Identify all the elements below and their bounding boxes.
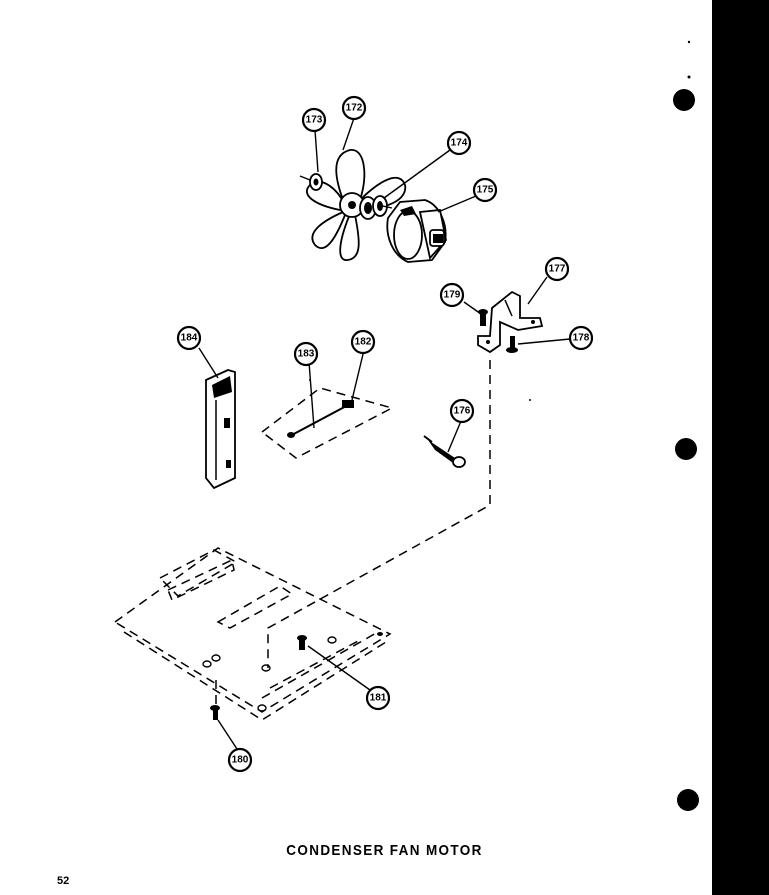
callout-179: 179 bbox=[439, 282, 465, 308]
callout-172-label: 172 bbox=[346, 103, 363, 114]
callout-175-label: 175 bbox=[477, 185, 494, 196]
bracket-177 bbox=[477, 290, 544, 354]
alignment-lines bbox=[215, 360, 491, 706]
page-number: 52 bbox=[57, 875, 70, 887]
callout-182: 182 bbox=[350, 329, 376, 355]
callout-175: 175 bbox=[472, 177, 498, 203]
nut-173 bbox=[299, 173, 323, 191]
screw-179 bbox=[478, 309, 488, 326]
callout-176: 176 bbox=[449, 398, 475, 424]
binding-edge-bar bbox=[712, 0, 769, 895]
screw-180 bbox=[210, 705, 220, 720]
callout-179-label: 179 bbox=[444, 290, 461, 301]
callout-174: 174 bbox=[446, 130, 472, 156]
speck bbox=[687, 75, 691, 79]
callout-174-label: 174 bbox=[451, 138, 468, 149]
callout-172: 172 bbox=[341, 95, 367, 121]
callout-183-label: 183 bbox=[298, 349, 315, 360]
tube-176 bbox=[423, 435, 466, 468]
leader-lines bbox=[198, 117, 571, 750]
callout-173: 173 bbox=[301, 107, 327, 133]
screw-178 bbox=[506, 336, 518, 353]
callout-173-label: 173 bbox=[306, 115, 323, 126]
callout-177-label: 177 bbox=[549, 264, 566, 275]
specks bbox=[687, 40, 691, 44]
binder-hole-bottom bbox=[677, 789, 699, 811]
callout-182-label: 182 bbox=[355, 337, 372, 348]
diagram-caption: CONDENSER FAN MOTOR bbox=[286, 842, 483, 859]
callout-181-label: 181 bbox=[370, 693, 387, 704]
binder-hole-top bbox=[673, 89, 695, 111]
grommet-181 bbox=[297, 635, 307, 650]
callout-183: 183 bbox=[293, 341, 319, 367]
fan-motor-175 bbox=[377, 199, 447, 263]
callout-176-label: 176 bbox=[454, 406, 471, 417]
callout-178: 178 bbox=[568, 325, 594, 351]
callout-180: 180 bbox=[227, 747, 253, 773]
base-plate bbox=[113, 547, 392, 721]
binder-hole-middle bbox=[675, 438, 697, 460]
callout-180-label: 180 bbox=[232, 755, 249, 766]
panel-184 bbox=[205, 369, 236, 490]
clip-174 bbox=[359, 195, 388, 220]
dashed-plate-182-183 bbox=[260, 387, 395, 459]
speck bbox=[529, 399, 531, 401]
callout-181: 181 bbox=[365, 685, 391, 711]
callout-177: 177 bbox=[544, 256, 570, 282]
callout-184: 184 bbox=[176, 325, 202, 351]
callout-184-label: 184 bbox=[181, 333, 198, 344]
callout-178-label: 178 bbox=[573, 333, 590, 344]
